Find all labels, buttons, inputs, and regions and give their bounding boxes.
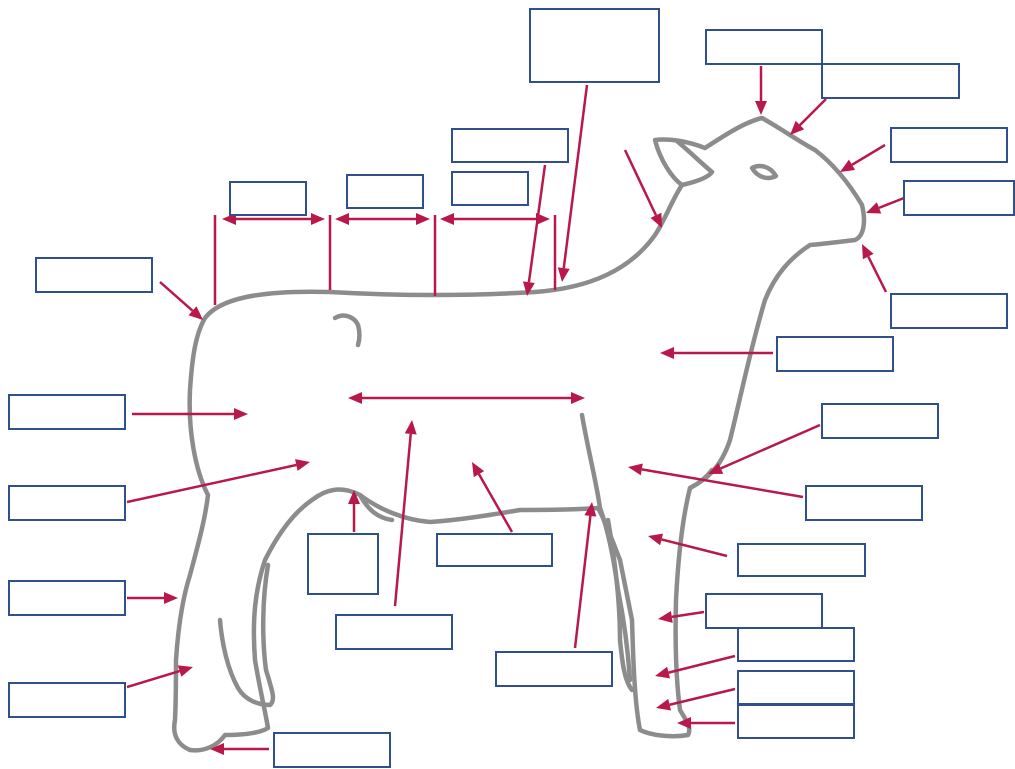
arrow-hind-cannon [127,665,193,687]
label-box-jaw[interactable] [891,294,1007,328]
label-box-rack-segment[interactable] [230,182,306,215]
arrow-head-top-right-line [800,99,826,125]
arrow-barrel-head [405,420,417,434]
arrow-barrel [395,420,417,606]
arrow-face-upper-head [840,160,855,172]
label-box-barrel[interactable] [336,615,452,649]
arrow-neck-top-line [529,165,545,282]
label-box-leg-segment[interactable] [452,172,528,205]
label-box-pastern[interactable] [738,671,854,704]
topline-segments [215,213,555,305]
label-box-muzzle[interactable] [904,181,1014,215]
arrow-pastern-head [656,699,671,711]
label-box-underline-small[interactable] [308,534,378,594]
segment-arrow-1-head-right [311,213,325,225]
arrow-face-upper-line [852,145,885,165]
arrow-face-upper [840,145,885,172]
arrow-muzzle-line [879,198,904,208]
arrow-hock [127,592,178,604]
label-box-hindquarter[interactable] [9,395,125,429]
body-length-head-right [571,392,585,404]
arrow-flank-line [127,465,296,502]
arrow-hindquarter-head [234,408,248,420]
arrow-foreflank-line [662,539,727,556]
arrow-pastern [656,689,735,711]
arrow-poll-head [755,101,767,115]
arrow-hind-pastern-line [575,516,590,648]
label-box-hind-pastern[interactable] [496,652,612,686]
label-box-front-hoof[interactable] [738,705,854,738]
arrow-crest [625,150,662,228]
arrow-front-cannon [655,656,735,678]
label-box-knee[interactable] [706,594,822,628]
shoulder-blade-outline [335,316,360,345]
arrow-jaw-line [868,257,886,292]
arrow-flank-head [295,459,310,471]
eye-outline [752,166,776,178]
label-box-hind-hoof[interactable] [274,733,390,767]
label-box-foreflank[interactable] [738,544,865,576]
arrow-dock-line [160,282,193,311]
arrow-head-top-right [790,99,826,135]
arrow-knee [658,611,704,623]
body-length-head-left [348,392,362,404]
arrow-belly [472,462,512,532]
hind-inner-leg-outline [220,565,273,705]
arrow-crest-line [625,150,656,215]
arrow-front-cannon-head [655,667,670,679]
arrow-foreflank-head [648,534,663,546]
label-boxes [9,9,1014,767]
arrow-front-cannon-line [669,656,735,673]
arrow-foreleg-upper-head [628,463,643,475]
front-leg-inner-outline [582,415,630,680]
label-box-hock[interactable] [9,581,125,615]
segment-arrow-2-head-left [335,213,349,225]
label-box-dock[interactable] [36,258,152,292]
arrow-hock-head [164,592,178,604]
label-box-poll[interactable] [706,30,822,64]
arrow-belly-line [479,474,512,532]
arrow-top-center-line [564,85,587,268]
arrow-shoulder [660,347,773,359]
label-box-flank[interactable] [9,486,125,520]
label-box-top-center[interactable] [530,9,659,82]
label-box-belly[interactable] [437,534,552,566]
arrow-muzzle [866,198,904,213]
arrow-dock [160,282,203,320]
arrow-hind-pastern [575,502,596,648]
label-box-foreleg-upper[interactable] [806,486,922,520]
segment-arrow-3-head-left [440,213,454,225]
body-length-arrow [348,392,585,404]
label-box-hind-cannon[interactable] [9,683,125,717]
label-box-shoulder[interactable] [777,337,893,371]
label-box-face-upper[interactable] [891,128,1007,162]
arrow-top-center [558,85,587,282]
label-box-head-top-right[interactable] [822,64,959,98]
arrow-jaw [862,244,886,292]
arrow-knee-head [658,611,673,623]
arrow-flank [127,459,310,502]
segment-arrow-2-head-right [416,213,430,225]
arrow-hind-hoof [210,743,269,755]
arrow-foreflank [648,534,727,556]
label-box-loin-segment[interactable] [347,175,423,208]
arrow-hind-cannon-line [127,671,180,687]
arrow-muzzle-head [866,202,881,213]
label-box-chest[interactable] [822,404,938,438]
arrow-poll [755,66,767,115]
arrow-chest-line [721,425,820,468]
label-box-front-cannon[interactable] [738,628,854,661]
label-box-neck-top[interactable] [452,129,568,162]
arrow-hind-cannon-head [178,665,193,676]
arrow-shoulder-head [660,347,674,359]
arrow-top-center-head [558,267,570,282]
